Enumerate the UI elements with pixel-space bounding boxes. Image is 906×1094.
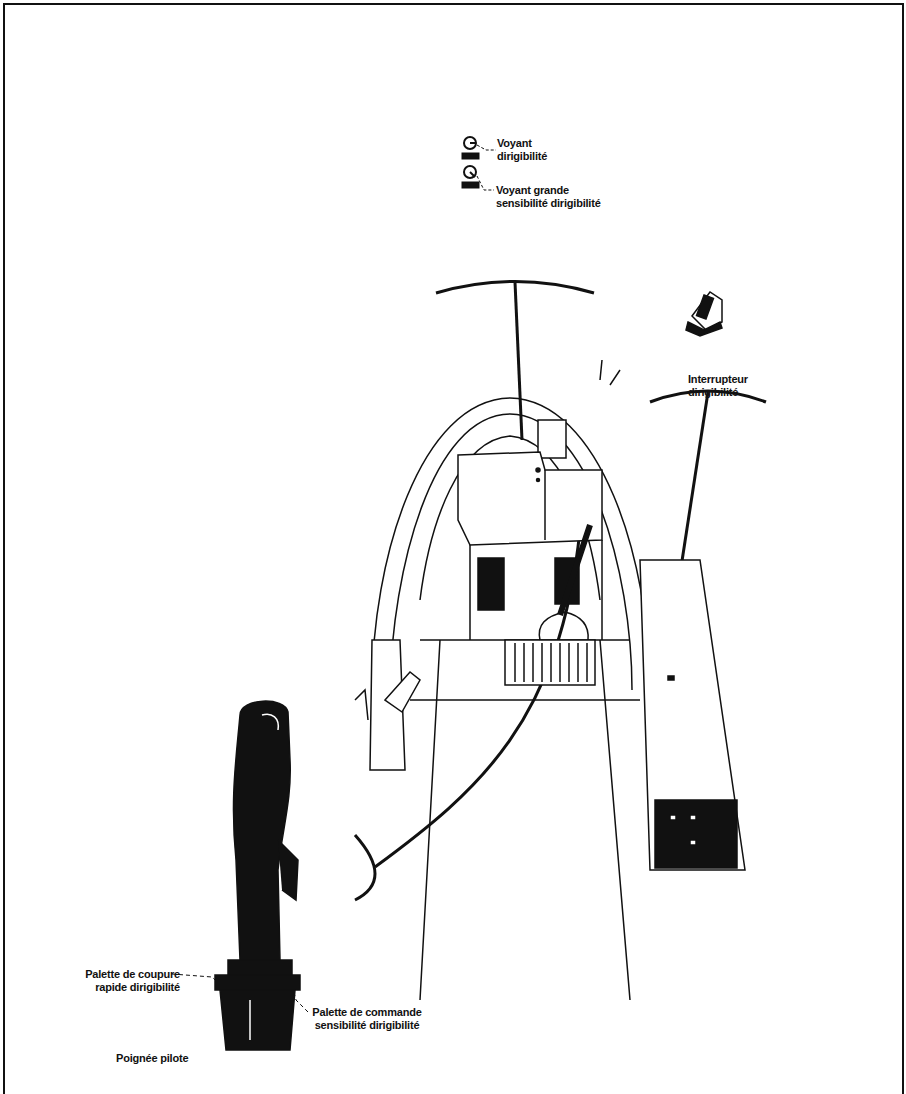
callout-label: Interrupteur dirigibilité — [688, 373, 760, 399]
warning-light-icons — [462, 137, 496, 190]
callout-label: Voyant grande sensibilité dirigibilité — [496, 184, 606, 210]
callout-label: Poignée pilote — [116, 1052, 216, 1065]
frame — [4, 4, 903, 1094]
pilot-stick — [172, 701, 308, 1050]
callout-label: Palette de commande sensibilité dirigibi… — [308, 1006, 426, 1032]
cockpit-drawing — [355, 360, 745, 1000]
switch-icon — [686, 292, 722, 336]
callout-brackets — [355, 282, 766, 901]
callout-label: Palette de coupure rapide dirigibilité — [84, 968, 180, 994]
callout-label: Voyant dirigibilité — [497, 137, 547, 163]
